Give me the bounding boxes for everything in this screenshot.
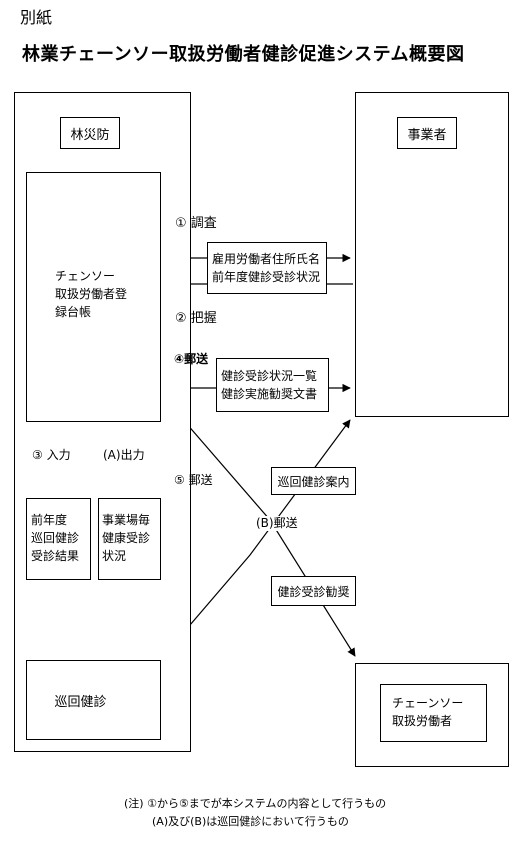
encourage-label: 健診受診勧奨 (277, 584, 350, 599)
edge-label-mailB: (B)郵送 (256, 516, 298, 531)
forestry-org-label-box: 林災防 (60, 117, 120, 149)
mail-docs-line-2: 健診実施勧奨文書 (221, 387, 318, 401)
registry-line-1: チェンソー (55, 269, 116, 283)
workers-line-1: チェーンソー (392, 696, 464, 710)
mobile-guide-doc: 巡回健診案内 (271, 467, 356, 495)
survey-info-doc: 雇用労働者住所氏名 前年度健診受診状況 (207, 242, 327, 294)
mobile-guide-label: 巡回健診案内 (277, 474, 350, 489)
attachment-label: 別紙 (20, 8, 53, 27)
forestry-org-label: 林災防 (70, 127, 110, 143)
employer-label-box: 事業者 (397, 117, 457, 149)
survey-info-line-1: 雇用労働者住所氏名 (212, 252, 321, 266)
prev-year-line-2: 巡回健診 (31, 531, 80, 545)
registry-box: チェンソー 取扱労働者登 録台帳 (26, 172, 161, 422)
edge-label-mail5: ⑤ 郵送 (174, 473, 213, 487)
edge-label-grasp: ② 把握 (175, 311, 217, 326)
prev-year-results-box: 前年度 巡回健診 受診結果 (26, 498, 91, 580)
mobile-checkup-label: 巡回健診 (54, 694, 107, 710)
employer-label: 事業者 (407, 127, 447, 143)
note-line-1: (注) ①から⑤までが本システムの内容として行うもの (124, 797, 387, 810)
site-status-line-2: 健康受診 (102, 531, 151, 545)
survey-info-line-2: 前年度健診受診状況 (212, 270, 321, 284)
edge-label-input3: ③ 入力 (32, 448, 71, 462)
registry-line-3: 録台帳 (55, 305, 92, 319)
workers-line-2: 取扱労働者 (392, 714, 453, 728)
registry-line-2: 取扱労働者登 (55, 287, 128, 301)
note-line-2: (A)及び(B)は巡回健診において行うもの (152, 815, 349, 828)
edge-label-mail4: ④郵送 (174, 352, 209, 366)
mail-docs-line-1: 健診受診状況一覧 (221, 369, 318, 383)
prev-year-line-3: 受診結果 (31, 549, 80, 563)
site-status-line-1: 事業場毎 (102, 513, 151, 527)
encourage-doc: 健診受診勧奨 (271, 576, 356, 606)
mail-docs-doc: 健診受診状況一覧 健診実施勧奨文書 (216, 358, 329, 412)
mobile-checkup-box: 巡回健診 (26, 660, 161, 740)
site-status-line-3: 状況 (102, 549, 127, 563)
prev-year-line-1: 前年度 (31, 513, 68, 527)
edge-label-survey: ① 調査 (175, 216, 217, 231)
site-status-box: 事業場毎 健康受診 状況 (98, 498, 161, 580)
edge-label-outputA: (A)出力 (103, 448, 145, 462)
page-title: 林業チェーンソー取扱労働者健診促進システム概要図 (22, 44, 465, 65)
workers-box: チェーンソー 取扱労働者 (380, 684, 487, 742)
